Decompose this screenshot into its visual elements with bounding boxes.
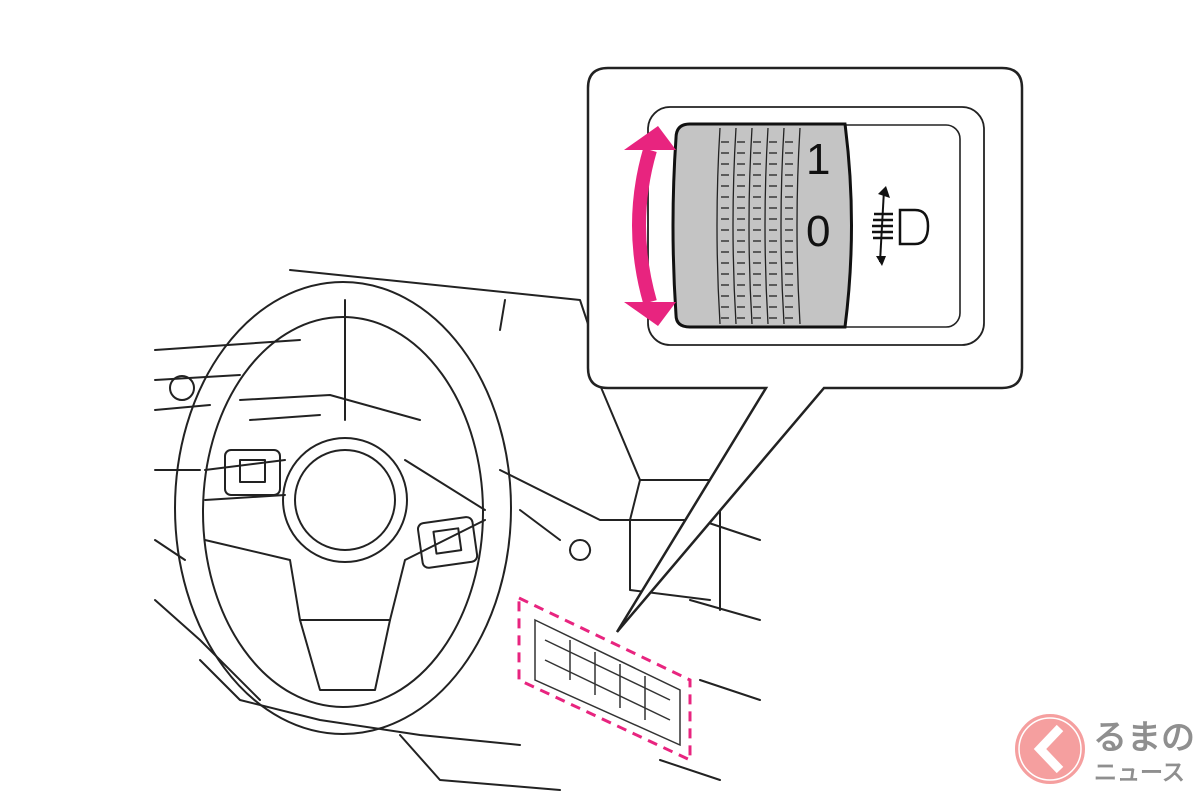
logo-text-line1: るまの bbox=[1093, 718, 1195, 758]
knurl-line bbox=[796, 127, 801, 325]
steering-wheel bbox=[174, 281, 512, 735]
knurl-line bbox=[748, 127, 753, 325]
headlight-leveling-icon bbox=[872, 186, 930, 266]
dial-position-1: 1 bbox=[806, 135, 830, 184]
adjust-arrow-icon bbox=[624, 126, 676, 326]
logo-text-line2: ニュース bbox=[1094, 760, 1185, 786]
highlight-box bbox=[517, 595, 692, 763]
kurumanews-logo: るまの ニュース bbox=[1013, 712, 1195, 786]
knurl-line bbox=[780, 127, 785, 325]
dial-position-0: 0 bbox=[806, 207, 830, 256]
switch-panel bbox=[534, 618, 681, 747]
dial-knurling bbox=[716, 127, 801, 325]
knurl-line bbox=[732, 127, 737, 325]
knurl-line bbox=[716, 127, 721, 325]
dashboard-outline bbox=[154, 269, 761, 791]
knurl-line bbox=[764, 127, 769, 325]
